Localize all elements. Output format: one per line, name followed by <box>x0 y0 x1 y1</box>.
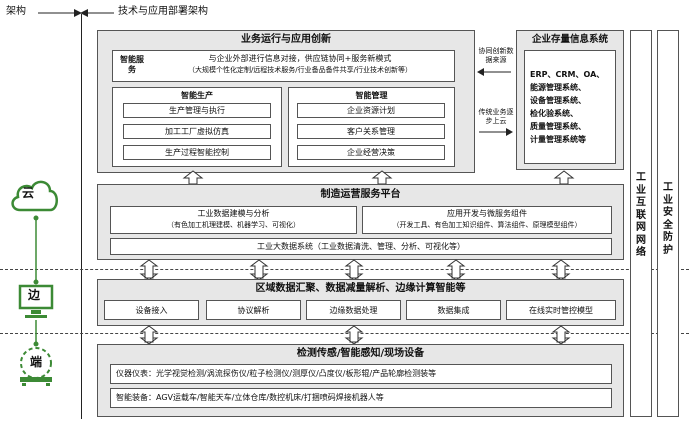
arrow-top-text: 协同创新数据来源 <box>478 47 514 64</box>
device-access-item: 设备接入 <box>104 300 199 320</box>
industrial-network-column <box>630 30 652 417</box>
process-control-item: 生产过程智能控制 <box>123 145 271 160</box>
smart-service-line2: （大规模个性化定制/远程技术服务/行业备品备件共享/行业技术创新等） <box>187 66 413 74</box>
smart-service-line1: 与企业外部进行信息对接，供应链协同+服务新模式 <box>208 54 392 63</box>
decision-item: 企业经营决策 <box>297 145 445 160</box>
enterprise-line-5: 质量管理系统、 <box>530 122 586 131</box>
platform-edge-arrows <box>139 259 571 281</box>
cloud-icon <box>11 180 58 212</box>
industrial-security-label: 工业安全防护 <box>663 182 673 256</box>
edge-end-separator <box>0 333 689 334</box>
erp-item: 企业资源计划 <box>297 103 445 118</box>
industrial-network-label: 工业互联网网络 <box>636 172 646 258</box>
data-modeling-sub: （有色加工机理建模、机器学习、可视化） <box>167 221 300 229</box>
edge-label: 边 <box>28 288 41 302</box>
cloud-label: 云 <box>22 186 35 200</box>
bigdata-system-label: 工业大数据系统（工业数据清洗、管理、分析、可视化等） <box>257 242 465 251</box>
enterprise-line-4: 检化验系统、 <box>530 109 578 118</box>
right-header-arrow <box>80 9 114 17</box>
smart-service-box <box>112 50 455 82</box>
smart-equipment-text: 智能装备：AGV运载车/智能天车/立体仓库/数控机床/打捆喷码焊接机器人等 <box>116 393 384 402</box>
app-platform-arrows <box>182 170 575 185</box>
edge-data-processing-item: 边缘数据处理 <box>306 300 401 320</box>
industrial-security-column <box>657 30 679 417</box>
app-dev-box <box>362 206 612 234</box>
smart-management-title: 智能管理 <box>355 91 388 100</box>
protocol-parsing-item: 协议解析 <box>206 300 301 320</box>
right-header-label: 技术与应用部署架构 <box>118 6 208 17</box>
edge-computing-title: 区域数据汇聚、数据减量解析、边缘计算智能等 <box>255 283 466 294</box>
data-integration-item: 数据集成 <box>406 300 501 320</box>
cloud-edge-separator <box>0 269 689 270</box>
data-modeling-box <box>110 206 357 234</box>
instruments-text: 仪器仪表：光学视觉检测/涡流探伤仪/粒子检测仪/测厚仪/凸度仪/板形辊/产品轮廓… <box>116 369 437 378</box>
realtime-control-model-item: 在线实时管控模型 <box>506 300 616 320</box>
edge-device-arrows <box>139 325 571 345</box>
instruments-box <box>110 364 612 384</box>
app-dev-title: 应用开发与微服务组件 <box>447 209 527 218</box>
field-device-title: 检测传感/智能感知/现场设备 <box>296 348 425 359</box>
left-header-arrow <box>38 9 82 17</box>
enterprise-system-title: 企业存量信息系统 <box>531 34 608 45</box>
smart-production-title: 智能生产 <box>181 91 213 100</box>
crm-item: 客户关系管理 <box>297 124 445 139</box>
smart-service-label: 智能服务 <box>120 55 144 75</box>
enterprise-line-6: 计量管理系统等 <box>530 135 586 144</box>
manufacturing-platform-title: 制造运营服务平台 <box>320 189 401 200</box>
enterprise-system-list-box <box>524 50 616 164</box>
end-label: 端 <box>30 355 43 369</box>
data-modeling-title: 工业数据建模与分析 <box>197 209 270 218</box>
arrow-bottom-text: 传统业务逐步上云 <box>478 108 514 125</box>
edge-end-connector <box>33 320 39 347</box>
app-dev-sub: （开发工具、有色加工知识组件、算法组件、原理模型组件） <box>392 221 582 229</box>
left-header-label: 架构 <box>6 6 26 17</box>
end-device-icon <box>20 347 52 386</box>
edge-device-icon <box>18 284 54 318</box>
enterprise-line-2: 能源管理系统、 <box>530 83 586 92</box>
production-execution-item: 生产管理与执行 <box>123 103 271 118</box>
enterprise-line-3: 设备管理系统、 <box>530 96 586 105</box>
enterprise-line-1: ERP、CRM、OA、 <box>530 70 605 79</box>
smart-equipment-box <box>110 388 612 408</box>
bigdata-system-box <box>110 238 612 255</box>
middle-arrows <box>477 68 513 136</box>
business-innovation-title: 业务运行与应用创新 <box>241 34 331 45</box>
cloud-edge-connector <box>33 215 39 285</box>
architecture-divider <box>81 14 82 419</box>
virtual-simulation-item: 加工工厂虚拟仿真 <box>123 124 271 139</box>
